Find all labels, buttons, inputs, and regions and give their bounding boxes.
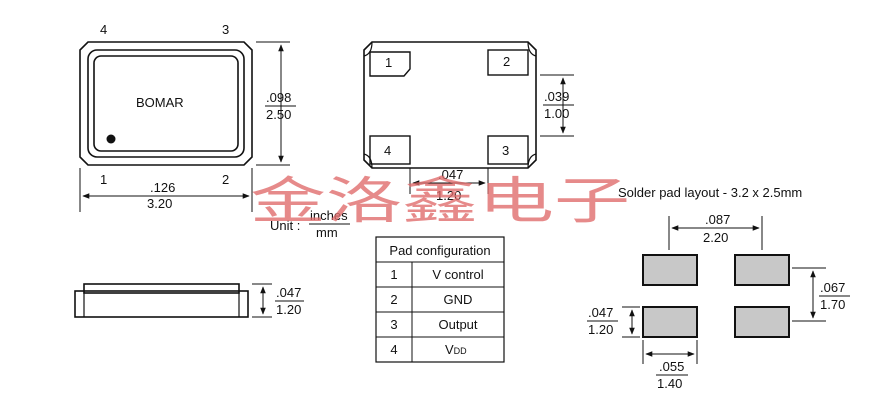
side-height-inches: .047 [276,285,301,300]
pad-configuration-table: Pad configuration 1 V control 2 GND 3 Ou… [375,236,505,363]
pad-row-2-num: 2 [390,292,397,307]
top-view: 4 3 BOMAR 1 2 .098 2.50 .126 3.20 [79,22,296,212]
pad-row-4-name: VDD [445,342,467,357]
pad-height-mm: 1.00 [544,106,569,121]
solder-right-inches: .067 [820,280,845,295]
pad-row-2-name: GND [444,292,473,307]
solder-left-inches: .047 [588,305,613,320]
top-view-lid-outer [87,49,245,158]
solder-pad-bottom-left [642,306,698,338]
pad-1-label: 1 [385,55,392,70]
top-height-inches: .098 [266,90,291,105]
pad-row-4-num: 4 [390,342,397,357]
pad-height-inches: .039 [544,89,569,104]
top-pin-1-label: 1 [100,172,107,187]
pin-1-dot [106,134,116,144]
pad-4-label: 4 [384,143,391,158]
pad-2 [487,49,529,76]
top-pin-3-label: 3 [222,22,229,37]
solder-pad-top-left [642,254,698,286]
pad-spacing-inches: .047 [438,167,463,182]
bottom-view: 1 2 4 3 .039 1.00 .047 1.20 [363,41,574,203]
unit-legend: Unit : inches mm [270,208,350,240]
solder-top-mm: 2.20 [703,230,728,245]
pad-2-label: 2 [503,54,510,69]
pad-3 [487,135,529,165]
solder-pad-bottom-right [734,306,790,338]
pad-row-3-num: 3 [390,317,397,332]
brand-label: BOMAR [136,95,184,110]
solder-left-mm: 1.20 [588,322,613,337]
watermark-text: 金洛鑫电子 [250,172,630,230]
top-width-mm: 3.20 [147,196,172,211]
pad-table-header: Pad configuration [389,243,490,258]
top-height-mm: 2.50 [266,107,291,122]
pad-row-1-num: 1 [390,267,397,282]
side-view-lid [83,283,240,294]
pad-row-4-name-main: V [445,342,454,357]
top-pin-4-label: 4 [100,22,107,37]
pad-row-1-name: V control [432,267,483,282]
top-view-lid-inner [93,55,239,152]
side-view: .047 1.20 [74,283,304,318]
solder-top-inches: .087 [705,212,730,227]
solder-pad-top-right [734,254,790,286]
solder-bottom-inches: .055 [659,359,684,374]
pad-row-4-name-sub: DD [454,346,467,356]
top-pin-2-label: 2 [222,172,229,187]
solder-right-mm: 1.70 [820,297,845,312]
pad-3-label: 3 [502,143,509,158]
pad-spacing-mm: 1.20 [436,188,461,203]
solder-pad-layout: Solder pad layout - 3.2 x 2.5mm .087 2.2… [587,185,850,391]
top-width-inches: .126 [150,180,175,195]
pad-4 [369,135,411,165]
pad-1 [369,51,411,77]
unit-mm: mm [316,225,338,240]
side-view-base [74,290,249,318]
solder-bottom-mm: 1.40 [657,376,682,391]
pad-row-3-name: Output [438,317,477,332]
unit-prefix: Unit : [270,218,300,233]
top-view-body-outline [79,41,253,166]
solder-layout-title: Solder pad layout - 3.2 x 2.5mm [618,185,802,200]
unit-inches: inches [310,208,348,223]
side-height-mm: 1.20 [276,302,301,317]
